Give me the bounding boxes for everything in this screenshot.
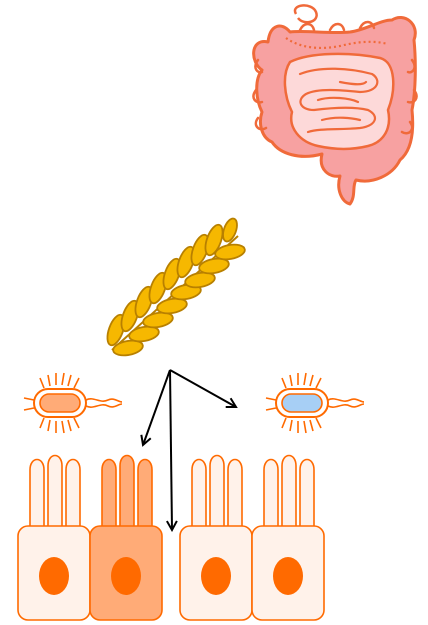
bacterium-icon: [266, 373, 364, 433]
epithelial-cell-icon: [180, 456, 252, 621]
wheat-ear-icon: [104, 217, 246, 358]
microvilli: [30, 456, 80, 531]
nucleus: [111, 557, 141, 595]
arrow-to-right-bacterium: [170, 370, 236, 407]
bacterium-body: [282, 394, 322, 412]
microvilli: [192, 456, 242, 531]
bacterium-flagella: [86, 399, 122, 407]
nucleus: [39, 557, 69, 595]
microvilli: [264, 456, 314, 531]
arrow-to-cell-layer: [170, 370, 172, 530]
bacterium-body: [40, 394, 80, 412]
intestine-icon: [254, 5, 417, 204]
bacterium-icon: [24, 373, 122, 433]
epithelial-cell-icon-active: [90, 456, 162, 621]
nucleus: [201, 557, 231, 595]
epithelial-cell-icon: [18, 456, 90, 621]
wheat-grain: [220, 217, 239, 244]
microvilli: [102, 456, 152, 531]
appendix-loop: [295, 5, 317, 22]
nucleus: [273, 557, 303, 595]
arrow-to-active-cell: [143, 370, 170, 445]
epithelial-cell-icon: [252, 456, 324, 621]
bacterium-flagella: [328, 399, 364, 407]
